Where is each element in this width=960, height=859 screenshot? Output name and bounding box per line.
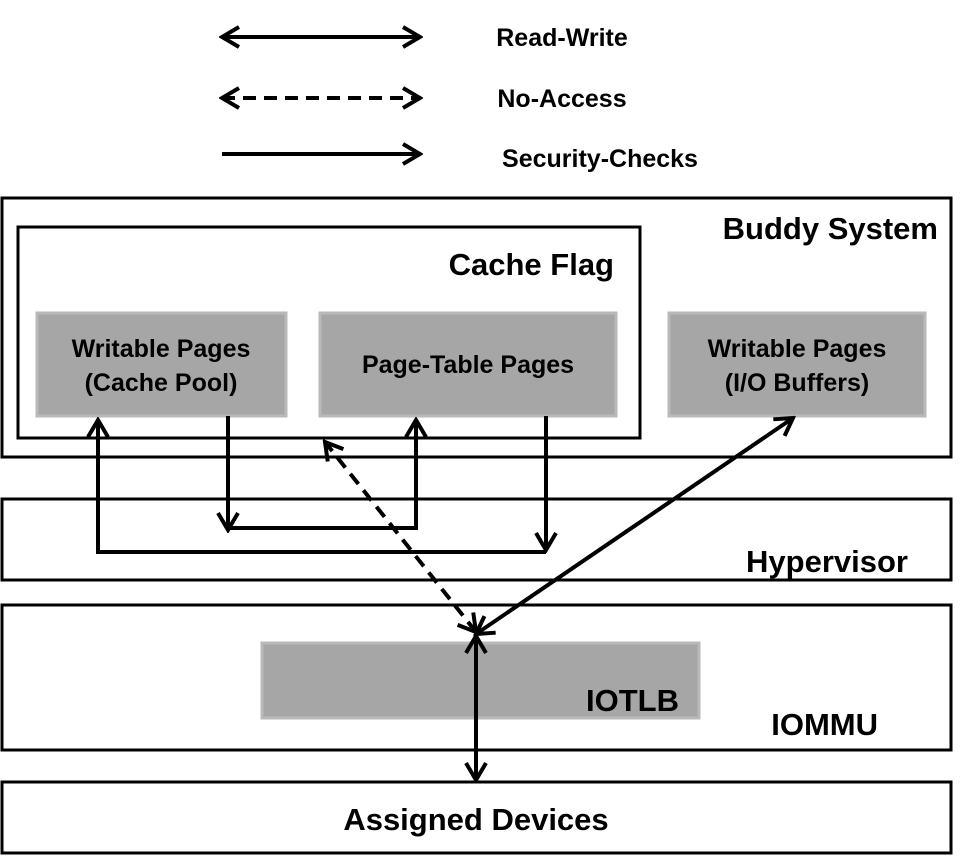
buddy-system-label: Buddy System: [723, 211, 938, 246]
page-table-block: Page-Table Pages: [318, 311, 618, 418]
iommu-label: IOMMU: [771, 707, 878, 742]
legend-read-write-label: Read-Write: [496, 24, 628, 52]
cache-pool-label-line1: Writable Pages: [72, 335, 251, 363]
assigned-devices-layer: [0, 780, 953, 855]
io-buffers-label-line2: (I/O Buffers): [725, 369, 869, 397]
legend-security-checks-label: Security-Checks: [502, 145, 698, 173]
cache-flag-label: Cache Flag: [449, 247, 614, 282]
legend: Read-Write No-Access Security-Checks: [222, 24, 698, 173]
io-buffers-label-line1: Writable Pages: [708, 335, 887, 363]
cache-pool-block: Writable Pages (Cache Pool): [35, 311, 288, 418]
page-table-label: Page-Table Pages: [362, 351, 574, 379]
iotlb-label: IOTLB: [586, 683, 679, 718]
read-write-to-io-buffers-arrow: [476, 418, 793, 634]
io-buffers-block: Writable Pages (I/O Buffers): [667, 311, 927, 418]
iotlb-block: IOTLB: [260, 641, 701, 720]
hypervisor-label: Hypervisor: [746, 544, 908, 579]
assigned-devices-label: Assigned Devices: [343, 802, 608, 837]
cache-pool-label-line2: (Cache Pool): [85, 369, 238, 397]
legend-no-access-label: No-Access: [497, 85, 626, 113]
